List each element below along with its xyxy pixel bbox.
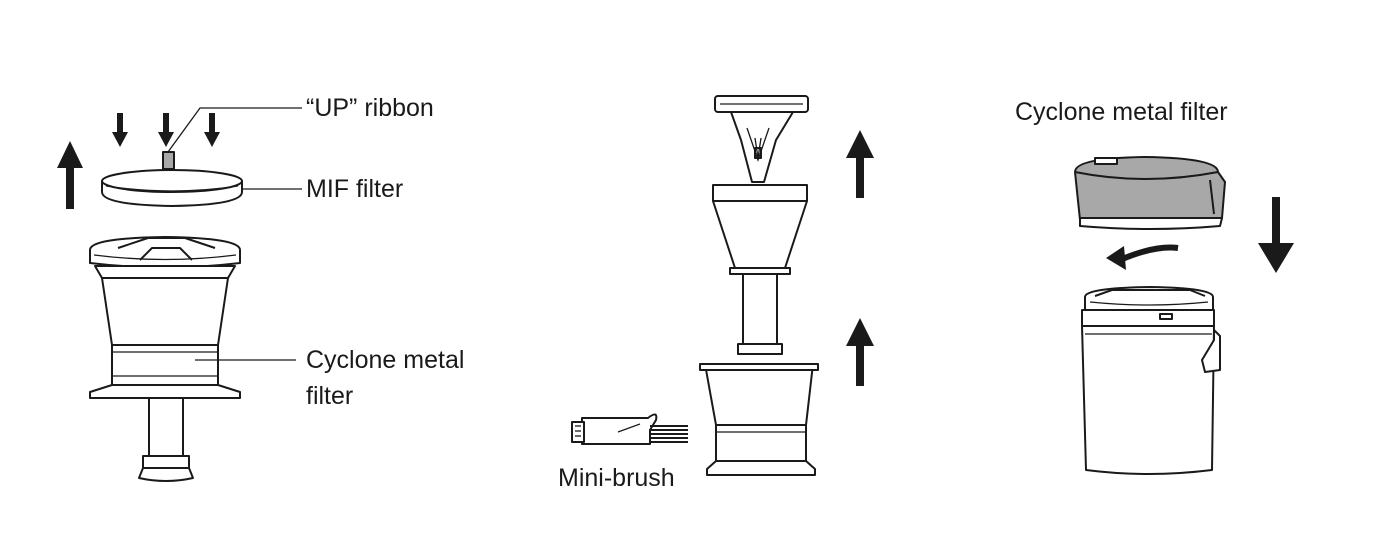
mini-brush-label: Mini-brush <box>558 464 675 492</box>
top-cap <box>714 95 809 113</box>
arrow-up-icon <box>57 141 83 209</box>
lower-body <box>699 363 819 476</box>
cyclone-metal-filter-right-label: Cyclone metal filter <box>1015 98 1228 126</box>
arrow-down-icon <box>112 113 128 147</box>
arrow-up-icon <box>846 318 874 386</box>
up-ribbon-label: “UP” ribbon <box>306 94 434 122</box>
leader-line-up-ribbon <box>167 107 302 153</box>
arrow-down-icon <box>204 113 220 147</box>
left-assembly <box>57 107 302 482</box>
cone-insert <box>730 111 794 183</box>
mif-filter-label: MIF filter <box>306 175 404 203</box>
cyclone-metal-filter-right <box>1074 156 1226 230</box>
container-jar <box>1081 286 1221 475</box>
arrow-up-icon <box>846 130 874 198</box>
rotate-arrow-icon <box>1106 244 1179 270</box>
middle-assembly <box>571 95 874 476</box>
mini-brush-icon <box>571 413 688 445</box>
right-assembly <box>1074 156 1294 475</box>
cyclone-metal-filter-left-label-line1: Cyclone metal <box>306 346 465 374</box>
tube <box>737 273 783 355</box>
cyclone-metal-filter-left-label-line2: filter <box>306 382 354 410</box>
mif-filter-disc <box>101 151 243 207</box>
funnel <box>712 184 808 275</box>
arrow-down-icon <box>1258 197 1294 273</box>
cyclone-metal-filter-left <box>89 236 241 482</box>
arrow-down-icon <box>158 113 174 147</box>
